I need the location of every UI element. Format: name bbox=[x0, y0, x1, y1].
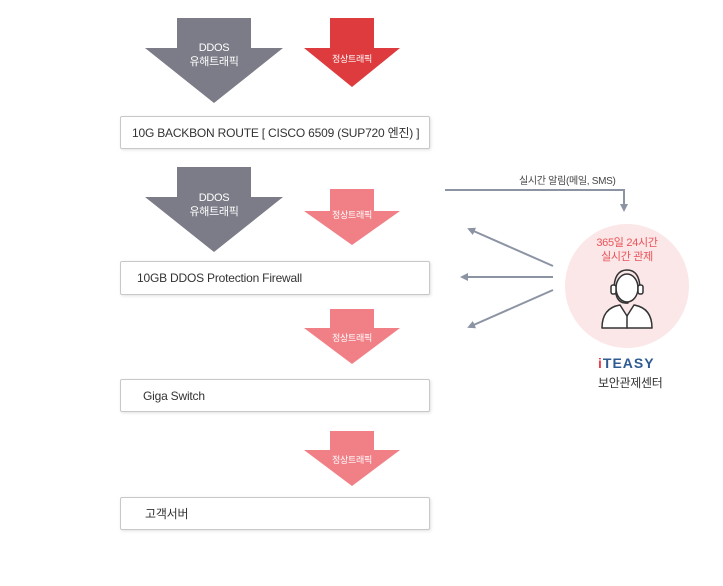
alert-connector bbox=[445, 189, 628, 212]
ddos-label-top-line1: DDOS bbox=[198, 42, 230, 54]
normal-label-middle: 정상트래픽 bbox=[332, 210, 372, 220]
brand-subtitle: 보안관제센터 bbox=[598, 376, 663, 390]
ddos-label-middle: DDOS 유해트래픽 bbox=[174, 192, 254, 220]
server-box: 고객서버 bbox=[120, 497, 430, 530]
monitor-arrow-lower bbox=[467, 289, 554, 329]
normal-arrow-middle bbox=[304, 189, 400, 245]
ddos-label-middle-line1: DDOS bbox=[198, 192, 230, 204]
switch-box: Giga Switch bbox=[120, 379, 430, 412]
router-box: 10G BACKBON ROUTE [ CISCO 6509 (SUP720 엔… bbox=[120, 116, 430, 149]
normal-label-after-firewall: 정상트래픽 bbox=[332, 333, 372, 343]
iteasy-logo: iTEASY bbox=[598, 355, 655, 371]
firewall-box: 10GB DDOS Protection Firewall bbox=[120, 261, 430, 295]
logo-prefix: i bbox=[598, 355, 603, 371]
monitoring-line1: 365일 24시간 bbox=[596, 237, 658, 249]
normal-label-after-switch: 정상트래픽 bbox=[332, 455, 372, 465]
ddos-label-middle-line2: 유해트래픽 bbox=[189, 205, 239, 218]
alert-text: 실시간 알림(메일, SMS) bbox=[519, 176, 616, 187]
normal-arrow-after-switch bbox=[304, 431, 400, 486]
ddos-arrow-middle bbox=[145, 167, 283, 252]
headset-operator-icon bbox=[601, 269, 653, 329]
normal-arrow-after-firewall bbox=[304, 309, 400, 364]
monitoring-center-text: 365일 24시간 실시간 관제 bbox=[572, 236, 682, 265]
normal-arrow-top bbox=[304, 18, 400, 87]
logo-rest: TEASY bbox=[602, 355, 655, 371]
ddos-label-top-line2: 유해트래픽 bbox=[189, 55, 239, 68]
monitoring-line2: 실시간 관제 bbox=[601, 251, 653, 264]
ddos-label-top: DDOS 유해트래픽 bbox=[174, 42, 254, 70]
monitor-arrow-upper bbox=[467, 227, 554, 267]
normal-label-top: 정상트래픽 bbox=[332, 54, 372, 64]
ddos-arrow-top bbox=[145, 18, 283, 103]
